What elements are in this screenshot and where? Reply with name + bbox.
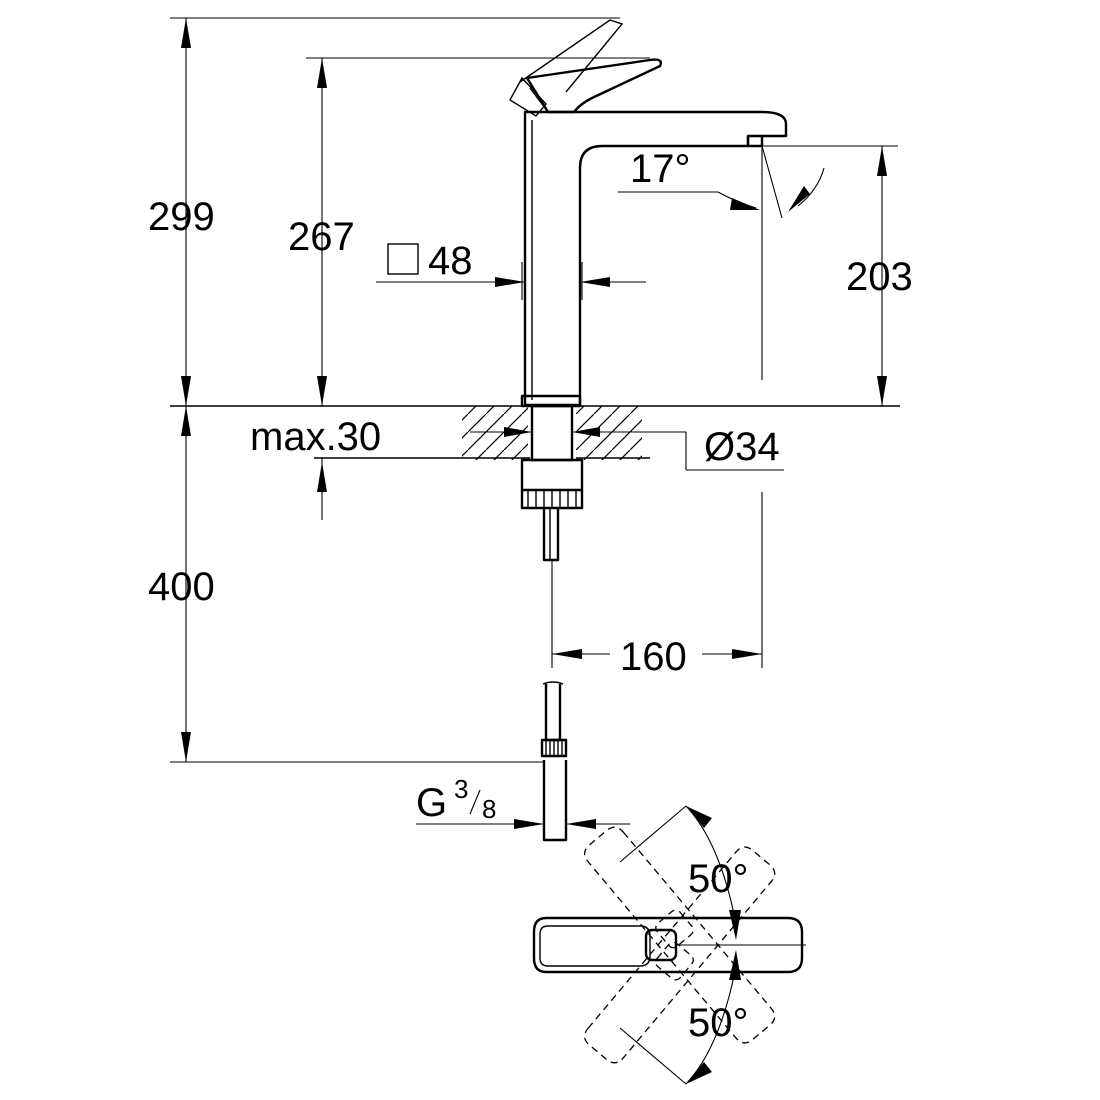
dim-max-counter: max.30 xyxy=(250,415,381,459)
dim-thread: G xyxy=(416,781,447,825)
dim-lever-angle-front: 50° xyxy=(688,1001,749,1045)
dimension-lines xyxy=(170,17,898,829)
square-symbol xyxy=(387,243,419,275)
dim-hose-length: 400 xyxy=(148,565,215,609)
dim-hole-diameter: Ø34 xyxy=(704,425,780,469)
dim-thread-numerator: 3 xyxy=(454,774,468,804)
dim-lever-angle-back: 50° xyxy=(688,857,749,901)
dim-body-width: 48 xyxy=(428,239,473,283)
hose-connection xyxy=(540,681,568,842)
countertop-section xyxy=(170,404,900,562)
dim-outlet-height: 203 xyxy=(846,255,913,299)
top-view-lever xyxy=(532,805,806,1085)
dim-spout-angle: 17° xyxy=(630,147,691,191)
dim-projection: 160 xyxy=(620,635,687,679)
dimension-labels: 299 267 48 17° 203 max.30 Ø34 400 160 G … xyxy=(148,147,913,1045)
dim-spout-height: 267 xyxy=(288,215,355,259)
dim-thread-denominator: 8 xyxy=(482,794,496,824)
dim-thread-slash xyxy=(469,789,481,815)
faucet-side-view xyxy=(509,19,788,408)
dim-overall-height: 299 xyxy=(148,195,215,239)
